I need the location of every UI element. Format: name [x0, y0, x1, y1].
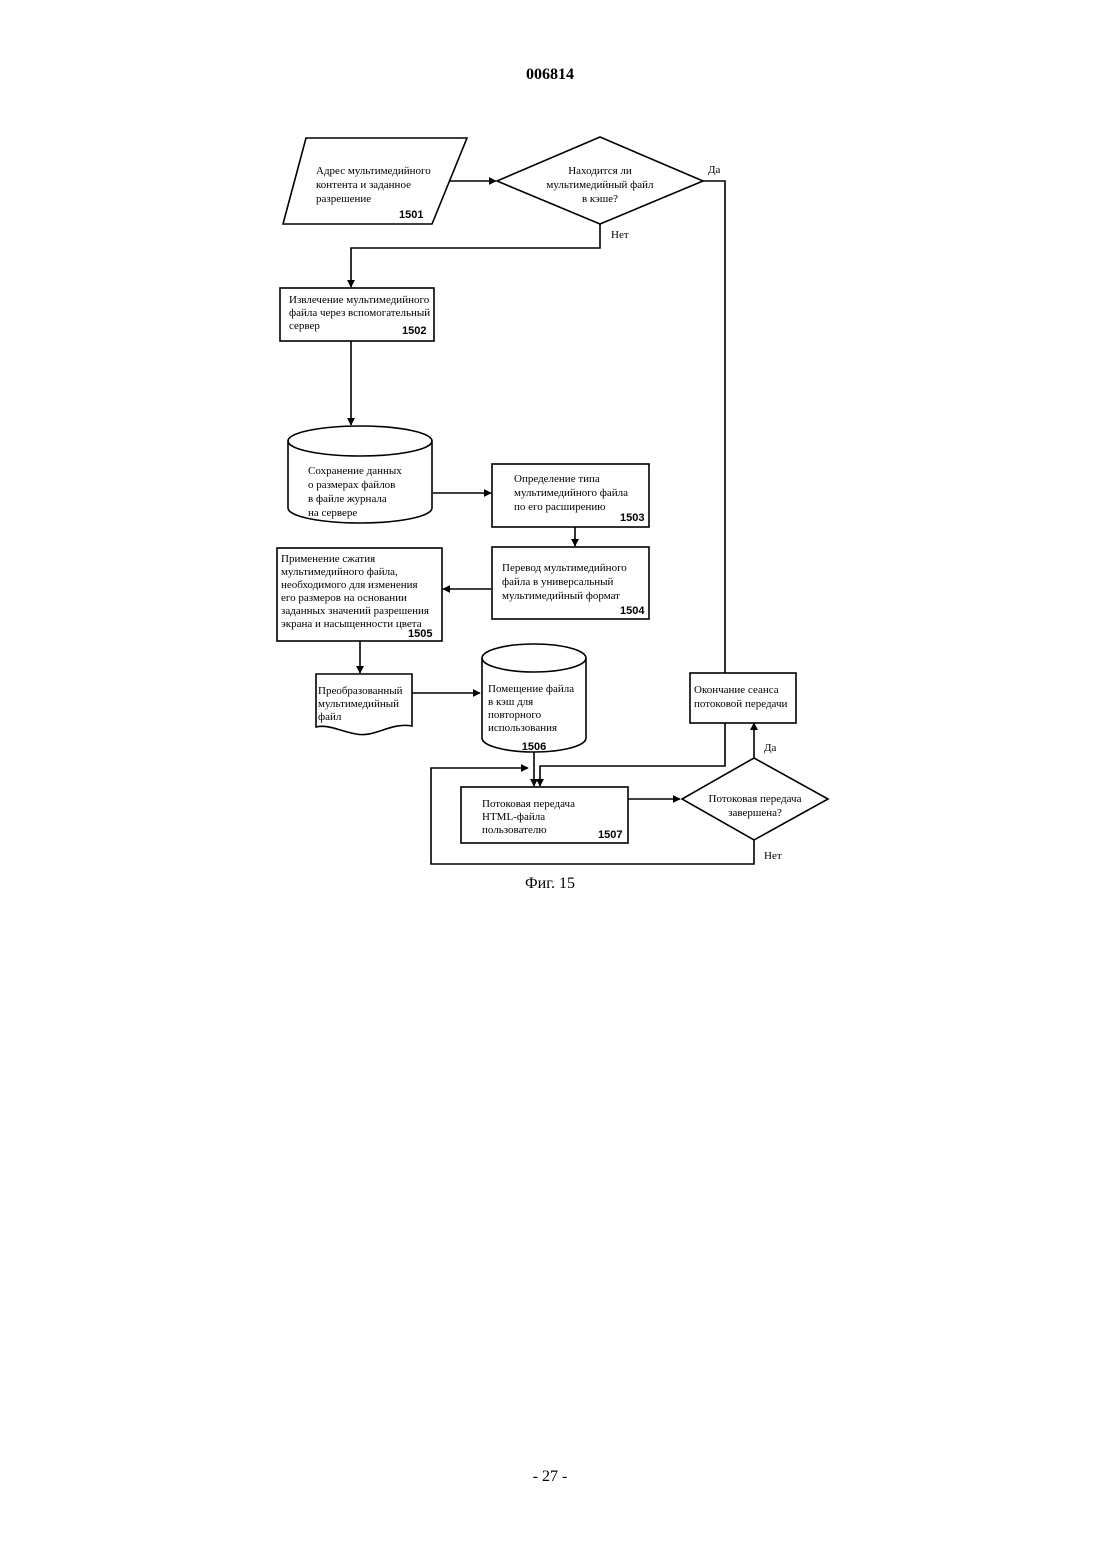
node-1503-number: 1503: [620, 512, 644, 524]
page-number: - 27 -: [0, 1468, 1100, 1486]
node-1505-process: Применение сжатия мультимедийного файла,…: [277, 548, 442, 641]
log-storage-line-3: в файле журнала: [308, 493, 387, 505]
node-1501-number: 1501: [399, 209, 423, 221]
node-1506-line-3: повторного: [488, 709, 542, 721]
node-1504-number: 1504: [620, 605, 645, 617]
node-1502-process: Извлечение мультимедийного файла через в…: [280, 288, 434, 341]
node-1503-line-2: мультимедийного файла: [514, 487, 628, 499]
node-1507-line-1: Потоковая передача: [482, 798, 575, 810]
node-1504-process: Перевод мультимедийного файла в универса…: [492, 547, 649, 619]
node-1506-line-4: использования: [488, 722, 557, 734]
node-1507-line-3: пользователю: [482, 824, 547, 836]
label-done-no: Нет: [764, 850, 782, 862]
end-session-line-2: потоковой передачи: [694, 698, 788, 710]
log-storage-line-4: на сервере: [308, 507, 357, 519]
label-done-yes: Да: [764, 742, 777, 754]
node-1503-line-3: по его расширению: [514, 501, 606, 513]
log-storage-line-2: о размерах файлов: [308, 479, 395, 491]
node-1506-cache-storage: Помещение файла в кэш для повторного исп…: [482, 644, 586, 753]
node-1506-line-1: Помещение файла: [488, 683, 574, 695]
node-1505-line-3: необходимого для изменения: [281, 579, 418, 591]
node-log-storage: Сохранение данных о размерах файлов в фа…: [288, 426, 432, 523]
node-1505-line-6: экрана и насыщенности цвета: [281, 618, 422, 630]
converted-file-line-1: Преобразованный: [318, 685, 403, 697]
node-converted-file-document: Преобразованный мультимедийный файл: [316, 674, 412, 735]
node-1505-line-2: мультимедийного файла,: [281, 566, 398, 578]
node-1504-line-1: Перевод мультимедийного: [502, 562, 627, 574]
node-1501-line-1: Адрес мультимедийного: [316, 165, 431, 177]
node-1501-input: Адрес мультимедийного контента и заданно…: [283, 138, 467, 224]
node-1506-line-2: в кэш для: [488, 696, 533, 708]
label-cache-no: Нет: [611, 229, 629, 241]
node-1507-process: Потоковая передача HTML-файла пользовате…: [461, 787, 628, 843]
log-storage-line-1: Сохранение данных: [308, 465, 402, 477]
figure-caption: Фиг. 15: [525, 875, 575, 892]
node-1502-number: 1502: [402, 325, 426, 337]
node-1502-line-1: Извлечение мультимедийного: [289, 294, 430, 306]
end-session-line-1: Окончание сеанса: [694, 684, 779, 696]
node-1502-line-3: сервер: [289, 320, 320, 332]
node-end-session: Окончание сеанса потоковой передачи: [690, 673, 796, 723]
node-1505-line-1: Применение сжатия: [281, 553, 375, 565]
node-1504-line-2: файла в универсальный: [502, 576, 614, 588]
node-1504-line-3: мультимедийный формат: [502, 590, 620, 602]
cache-decision-line-2: мультимедийный файл: [546, 179, 654, 191]
node-1501-line-3: разрешение: [316, 193, 371, 205]
cache-decision-line-3: в кэше?: [582, 193, 618, 205]
converted-file-line-2: мультимедийный: [318, 698, 399, 710]
done-decision-line-2: завершена?: [728, 807, 782, 819]
node-1507-line-2: HTML-файла: [482, 811, 545, 823]
node-1505-line-4: его размеров на основании: [281, 592, 407, 604]
converted-file-line-3: файл: [318, 711, 342, 723]
done-decision-line-1: Потоковая передача: [709, 793, 802, 805]
node-1505-number: 1505: [408, 628, 432, 640]
node-1501-line-2: контента и заданное: [316, 179, 411, 191]
node-1502-line-2: файла через вспомогательный: [289, 307, 430, 319]
node-done-decision: Потоковая передача завершена?: [682, 758, 828, 840]
edge-cache-no-to-1502: [351, 224, 600, 287]
node-1507-number: 1507: [598, 829, 622, 841]
node-1503-process: Определение типа мультимедийного файла п…: [492, 464, 649, 527]
label-cache-yes: Да: [708, 164, 721, 176]
node-1506-number: 1506: [522, 741, 546, 753]
node-1503-line-1: Определение типа: [514, 473, 600, 485]
node-cache-decision: Находится ли мультимедийный файл в кэше?: [497, 137, 703, 224]
node-1505-line-5: заданных значений разрешения: [281, 605, 429, 617]
cache-decision-line-1: Находится ли: [568, 165, 632, 177]
